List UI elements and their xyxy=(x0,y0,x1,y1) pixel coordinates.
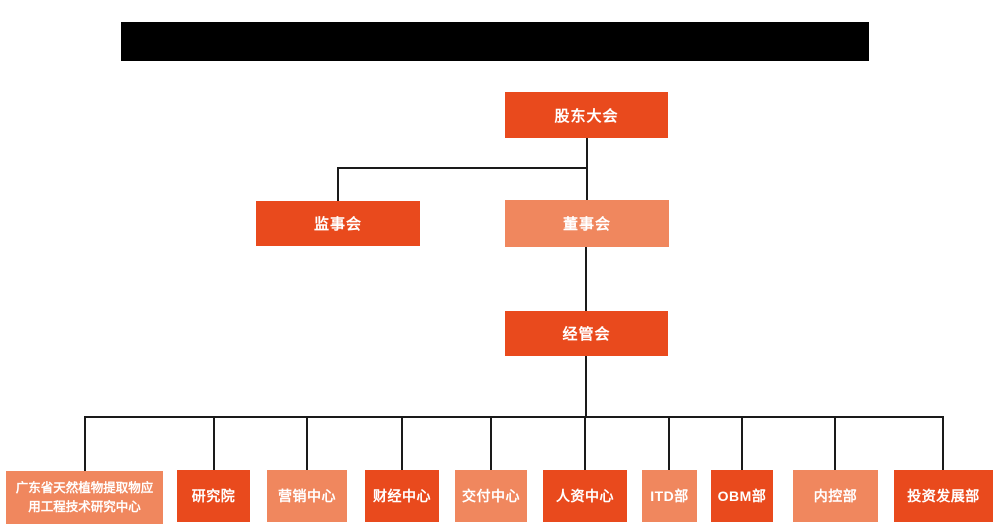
connector-to-supervisory xyxy=(337,167,339,201)
org-node-label: 人资中心 xyxy=(556,488,614,504)
connector-stem-obm-dept xyxy=(741,416,743,470)
connector-stem-internal-control-dept xyxy=(834,416,836,470)
org-node-label: 交付中心 xyxy=(462,488,520,504)
org-node-label: 股东大会 xyxy=(554,107,619,125)
org-node-label: 经管会 xyxy=(562,326,611,343)
org-node-research-institute: 研究院 xyxy=(177,470,250,522)
connector-departments-horizontal xyxy=(84,416,944,418)
org-node-investment-development-dept: 投资发展部 xyxy=(894,470,993,522)
connector-stem-hr-center xyxy=(584,416,586,470)
org-node-obm-dept: OBM部 xyxy=(711,470,773,522)
org-node-marketing-center: 营销中心 xyxy=(267,470,347,522)
org-node-shareholders-meeting: 股东大会 xyxy=(505,92,668,138)
connector-level2-horizontal xyxy=(337,167,588,169)
org-node-itd-dept: ITD部 xyxy=(642,470,697,522)
connector-stem-itd-dept xyxy=(668,416,670,470)
org-node-label: 董事会 xyxy=(562,216,611,233)
connector-stem-research-center xyxy=(84,416,86,471)
org-node-label: 财经中心 xyxy=(373,488,431,504)
org-node-board-of-directors: 董事会 xyxy=(505,200,669,247)
connector-management-down xyxy=(585,356,587,417)
org-node-supervisory-board: 监事会 xyxy=(256,201,420,246)
org-node-label: 投资发展部 xyxy=(907,488,980,504)
redacted-title-bar xyxy=(121,22,869,61)
org-node-internal-control-dept: 内控部 xyxy=(793,470,878,522)
connector-stem-finance-center xyxy=(401,416,403,470)
connector-stem-research-institute xyxy=(213,416,215,470)
org-node-label: 内控部 xyxy=(813,488,858,504)
org-node-delivery-center: 交付中心 xyxy=(455,470,527,522)
org-node-label: 研究院 xyxy=(191,488,236,504)
connector-shareholders-to-board xyxy=(586,138,588,200)
org-node-management-committee: 经管会 xyxy=(505,311,668,356)
connector-board-to-management xyxy=(585,247,587,311)
org-node-label: 监事会 xyxy=(313,216,362,233)
connector-stem-investment-development-dept xyxy=(942,416,944,470)
org-node-hr-center: 人资中心 xyxy=(543,470,627,522)
connector-stem-delivery-center xyxy=(490,416,492,470)
org-node-finance-center: 财经中心 xyxy=(365,470,439,522)
org-node-label: 营销中心 xyxy=(278,488,336,504)
org-node-label: OBM部 xyxy=(717,488,767,504)
org-node-label: ITD部 xyxy=(650,488,689,504)
connector-stem-marketing-center xyxy=(306,416,308,470)
org-node-research-center: 广东省天然植物提取物应用工程技术研究中心 xyxy=(6,471,163,524)
org-node-label: 广东省天然植物提取物应用工程技术研究中心 xyxy=(15,481,154,514)
